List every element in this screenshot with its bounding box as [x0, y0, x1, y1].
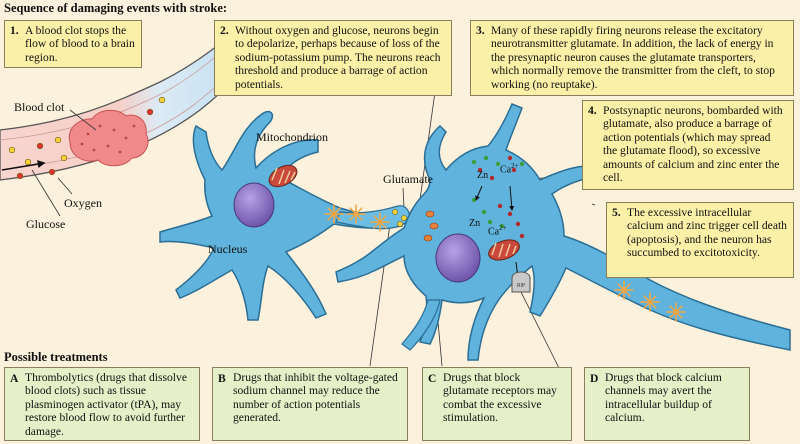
step-2-text: Without oxygen and glucose, neurons begi… — [235, 24, 441, 91]
step-2-number: 2. — [220, 24, 229, 37]
postsynaptic-neuron — [335, 103, 791, 361]
nucleus-label: Nucleus — [208, 242, 248, 256]
step-1-box: 1. A blood clot stops the flow of blood … — [4, 20, 142, 68]
treatment-d-letter: D — [590, 372, 599, 385]
presynaptic-neuron — [159, 110, 410, 321]
clot-texture — [80, 124, 136, 154]
treatment-b-letter: B — [218, 372, 226, 385]
glutamate-label: Glutamate — [383, 172, 433, 186]
step-3-text: Many of these rapidly firing neurons rel… — [491, 24, 775, 91]
treatment-a-letter: A — [10, 372, 19, 385]
glucose-label: Glucose — [26, 217, 66, 231]
zinc-label-2: Zn — [469, 218, 481, 229]
zinc-label-1: Zn — [477, 170, 489, 181]
glutamate-receptors — [423, 210, 439, 242]
treatment-b-box: B Drugs that inhibit the voltage-gated s… — [212, 367, 408, 441]
step-5-text: The excessive intracellular calcium and … — [627, 206, 787, 260]
treatment-a-box: A Thrombolytics (drugs that dissolve blo… — [4, 367, 200, 441]
treatment-b-text: Drugs that inhibit the voltage-gated sod… — [233, 371, 398, 425]
step-1-text: A blood clot stops the flow of blood to … — [25, 24, 135, 64]
ion-dots — [471, 155, 525, 239]
mitochondrion-label: Mitochondrion — [256, 130, 328, 144]
calcium-label-1-charge: 2+ — [511, 162, 519, 170]
calcium-label-1-symbol: Ca — [500, 164, 512, 176]
treatment-a-text: Thrombolytics (drugs that dissolve blood… — [25, 371, 187, 438]
calcium-label-2-charge: 2+ — [499, 224, 507, 232]
step-4-text: Postsynaptic neurons, bombarded with glu… — [603, 104, 783, 185]
step-4-box: 4. Postsynaptic neurons, bombarded with … — [582, 100, 794, 190]
treatment-d-box: D Drugs that block calcium channels may … — [584, 367, 750, 441]
treatments-title: Possible treatments — [4, 350, 108, 364]
svg-text:RIP: RIP — [517, 283, 525, 289]
treatment-d-text: Drugs that block calcium channels may av… — [605, 371, 722, 425]
step-5-number: 5. — [612, 206, 621, 219]
diagram-title: Sequence of damaging events with stroke: — [4, 1, 228, 15]
spark-icon — [324, 204, 686, 322]
calcium-label-2-symbol: Ca — [488, 226, 500, 238]
step-4-number: 4. — [588, 104, 597, 117]
oxygen-label: Oxygen — [64, 196, 102, 210]
treatment-c-text: Drugs that block glutamate receptors may… — [443, 371, 557, 425]
blood-particles — [8, 96, 166, 180]
treatment-c-box: C Drugs that block glutamate receptors m… — [422, 367, 572, 441]
step-5-box: 5. The excessive intracellular calcium a… — [606, 202, 794, 278]
calcium-label-2: Ca2+ — [488, 224, 507, 237]
calcium-label-1: Ca2+ — [500, 162, 519, 175]
step-1-number: 1. — [10, 24, 19, 37]
step-3-number: 3. — [476, 24, 485, 37]
step-2-box: 2. Without oxygen and glucose, neurons b… — [214, 20, 452, 96]
step-3-box: 3. Many of these rapidly firing neurons … — [470, 20, 794, 96]
tombstone-icon: RIP — [511, 271, 531, 293]
treatment-c-letter: C — [428, 372, 437, 385]
blood-clot-label: Blood clot — [14, 100, 65, 114]
blood-flow-arrow-icon — [1, 160, 46, 171]
